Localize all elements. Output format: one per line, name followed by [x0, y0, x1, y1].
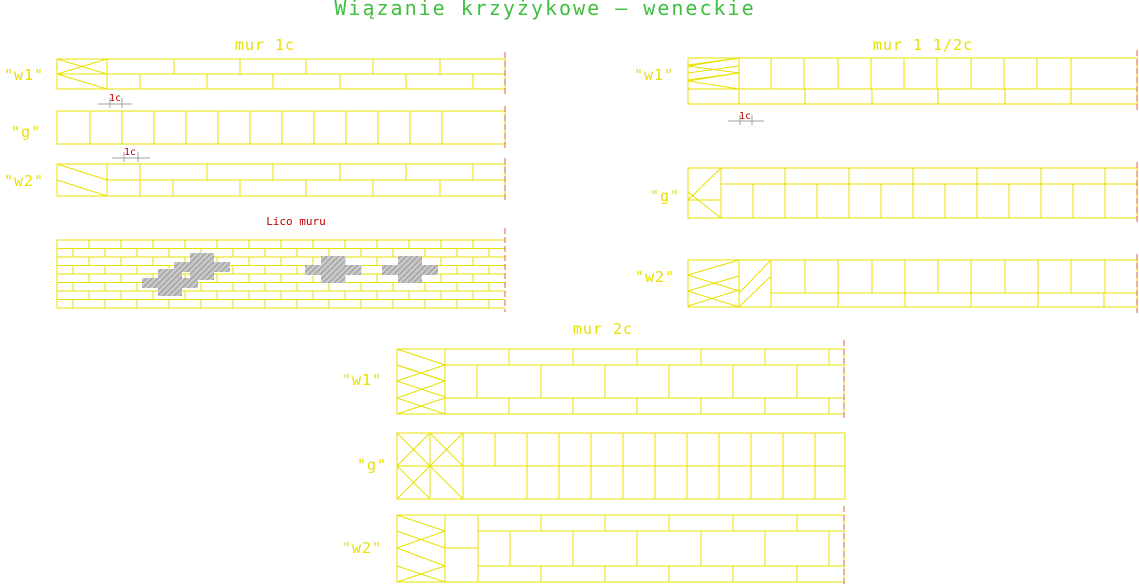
- layer-label-g: "g": [11, 123, 41, 141]
- section-title-mur-1-5c: mur 1 1/2c: [873, 36, 973, 54]
- layer-label-w2: "w2": [4, 172, 44, 190]
- diagonal-cut: [687, 191, 722, 219]
- diagonal-cut: [396, 530, 446, 549]
- diagonal-cut: [687, 275, 740, 292]
- diagonal-cut: [396, 348, 446, 366]
- diagonal-cut: [396, 364, 446, 382]
- diagonal-cut: [56, 179, 108, 197]
- diagonal-cut: [687, 167, 722, 201]
- hatched-cross: [142, 269, 198, 296]
- layer-label-g: "g": [650, 187, 680, 205]
- layer-label-g: "g": [357, 456, 387, 474]
- diagonal-cut: [687, 290, 740, 308]
- diagonal-cut: [687, 289, 740, 307]
- dimension-label: 1c: [739, 111, 751, 122]
- hatched-cross: [174, 253, 230, 280]
- diagonal-cut: [429, 432, 464, 467]
- diagonal-cut: [396, 547, 446, 567]
- diagonal-cut: [687, 72, 740, 82]
- dimension-label: 1c: [109, 93, 121, 104]
- diagonal-cut: [56, 163, 108, 181]
- layer-label-w1: "w1": [634, 66, 674, 84]
- course-w2: [687, 259, 1138, 308]
- hatched-cross: [305, 256, 361, 283]
- diagonal-cut: [396, 565, 446, 583]
- layer-label-w2: "w2": [342, 539, 382, 557]
- diagonal-cut: [396, 380, 446, 399]
- diagonal-cut: [687, 57, 740, 67]
- diagonal-cut: [687, 80, 740, 90]
- diagonal-cut: [687, 259, 740, 276]
- section-title-mur-1c: mur 1c: [235, 36, 295, 54]
- course-g: [56, 110, 506, 145]
- course-w1: [687, 57, 1138, 105]
- diagonal-cut: [429, 465, 464, 500]
- diagonal-cut: [738, 259, 772, 294]
- diagonal-cut: [738, 275, 772, 308]
- diagonal-cut: [56, 58, 108, 75]
- drawing-title: Wiązanie krzyżykowe — weneckie: [334, 0, 755, 20]
- diagonal-cut: [687, 65, 740, 74]
- hatched-cross: [382, 256, 438, 283]
- diagonal-cut: [396, 465, 431, 500]
- diagonal-cut: [396, 432, 431, 467]
- diagonal-cut: [396, 514, 446, 532]
- layer-label-w2: "w2": [635, 268, 675, 286]
- dimension-label: 1c: [124, 147, 136, 158]
- layer-label-w1: "w1": [4, 66, 44, 84]
- course-w1: [396, 348, 845, 415]
- layer-label-w1: "w1": [342, 371, 382, 389]
- wall-face-label: Lico muru: [266, 215, 326, 228]
- diagonal-cut: [56, 73, 108, 90]
- brick-bond-drawing: [56, 50, 1138, 586]
- section-title-mur-2c: mur 2c: [573, 320, 633, 338]
- diagonal-cut: [396, 397, 446, 415]
